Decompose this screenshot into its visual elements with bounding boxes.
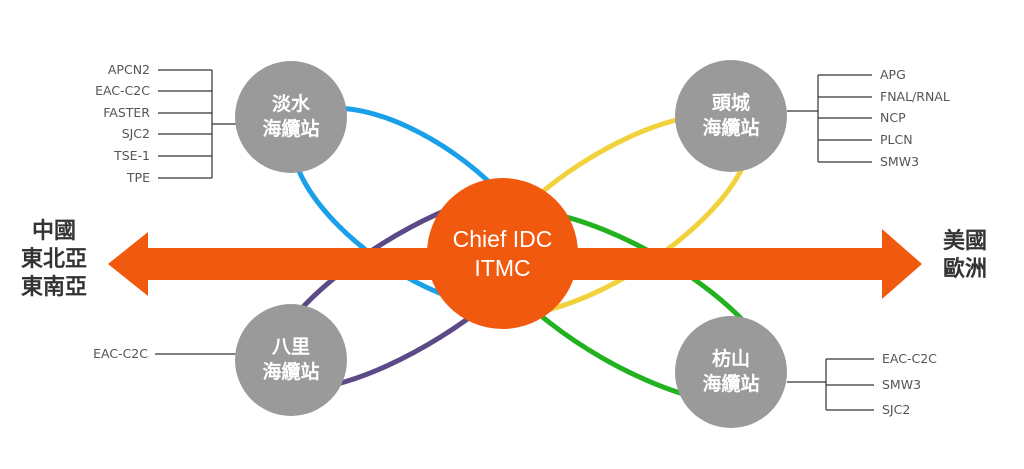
station-toucheng-name: 頭城 <box>711 92 750 114</box>
cable-label: TPE <box>126 170 150 185</box>
region-west-3: 東南亞 <box>20 275 87 300</box>
cable-label: SMW3 <box>880 154 920 169</box>
region-east-1: 美國 <box>942 229 987 254</box>
region-west-2: 東北亞 <box>20 247 87 272</box>
cable-label: NCP <box>880 110 906 125</box>
cable-label: FNAL/RNAL <box>880 89 950 104</box>
station-fangshan-type: 海纜站 <box>702 373 760 395</box>
region-east: 美國 歐洲 <box>930 228 1000 284</box>
tamsui-bracket <box>158 69 236 179</box>
cable-label: SJC2 <box>882 402 911 417</box>
station-fangshan-name: 枋山 <box>711 348 750 370</box>
cable-label: PLCN <box>880 132 913 147</box>
cable-label: SMW3 <box>882 377 922 392</box>
toucheng-bracket <box>787 74 872 163</box>
station-toucheng-type: 海纜站 <box>702 117 760 139</box>
station-tamsui-type: 海纜站 <box>262 118 320 140</box>
cable-label: APG <box>880 67 906 82</box>
cable-label: EAC-C2C <box>882 351 937 366</box>
station-tamsui: 淡水 海纜站 <box>235 61 347 173</box>
cable-label: EAC-C2C <box>95 83 150 98</box>
hub-line1: Chief IDC <box>452 225 553 252</box>
station-bali-name: 八里 <box>271 336 310 358</box>
region-east-2: 歐洲 <box>942 257 987 282</box>
station-bali: 八里 海纜站 <box>235 304 347 416</box>
region-west-1: 中國 <box>31 219 76 244</box>
fangshan-bracket <box>787 358 874 411</box>
station-fangshan: 枋山 海纜站 <box>675 316 787 428</box>
cable-label: FASTER <box>103 105 150 120</box>
cable-label: EAC-C2C <box>93 346 148 361</box>
cable-label: TSE-1 <box>114 148 150 163</box>
hub-chief-idc: Chief IDC ITMC <box>427 178 578 329</box>
hub-line2: ITMC <box>474 254 531 281</box>
station-bali-type: 海纜站 <box>262 361 320 383</box>
cable-label: APCN2 <box>107 62 150 77</box>
station-tamsui-name: 淡水 <box>271 93 310 115</box>
station-toucheng: 頭城 海纜站 <box>675 60 787 172</box>
cable-label: SJC2 <box>121 126 150 141</box>
region-west: 中國 東北亞 東南亞 <box>14 218 94 302</box>
